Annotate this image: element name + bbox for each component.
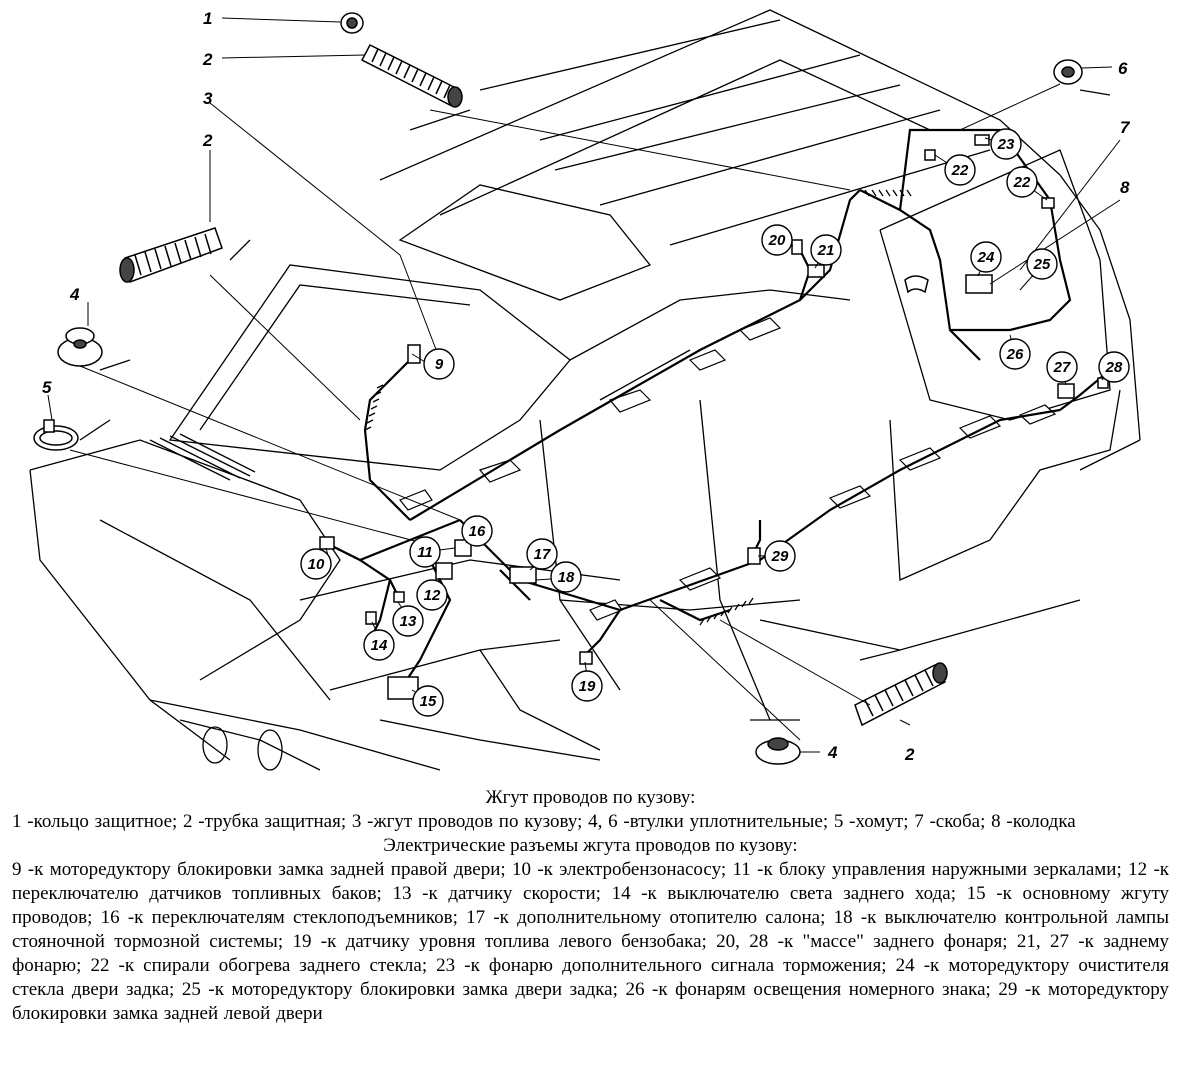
callout-8: 8 [1120, 178, 1130, 197]
svg-text:12: 12 [424, 587, 441, 604]
callout-circle-26: 26 [999, 338, 1031, 370]
callout-circle-27: 27 [1046, 351, 1078, 383]
harness-connectors [319, 134, 1109, 700]
svg-text:15: 15 [420, 693, 437, 710]
protective-ring-part [340, 12, 364, 34]
svg-text:22: 22 [951, 162, 969, 179]
callout-circle-9: 9 [423, 348, 455, 380]
callout-circle-11: 11 [409, 536, 441, 568]
svg-text:9: 9 [435, 356, 444, 373]
callout-circle-20: 20 [761, 224, 793, 256]
callout-circle-12: 12 [416, 579, 448, 611]
svg-text:25: 25 [1033, 256, 1051, 273]
sealing-grommet-part [755, 737, 801, 765]
callout-circle-22-right: 22 [1006, 166, 1038, 198]
wiring-harness [329, 128, 1111, 691]
callout-circle-25: 25 [1026, 248, 1058, 280]
plain-callouts: 1 2 3 2 4 5 6 7 8 4 2 [42, 9, 1131, 764]
car-body-outline [29, 9, 1141, 771]
svg-text:18: 18 [558, 569, 575, 586]
callout-circle-13: 13 [392, 605, 424, 637]
svg-text:24: 24 [977, 249, 995, 266]
callout-circle-23: 23 [990, 128, 1022, 160]
coiled-harness-sections [364, 189, 912, 626]
caption-title: Жгут проводов по кузову: [485, 787, 696, 808]
callout-circle-10: 10 [300, 548, 332, 580]
callout-circle-22-top: 22 [944, 154, 976, 186]
callout-circle-15: 15 [412, 685, 444, 717]
callout-circle-24: 24 [970, 241, 1002, 273]
callout-2-bottom: 2 [904, 745, 915, 764]
wiring-harness-diagram: 1 2 3 2 4 5 6 7 8 4 2 9 10 11 12 13 14 1… [29, 9, 1141, 771]
sealing-grommet-part [1053, 59, 1083, 85]
svg-text:17: 17 [534, 546, 551, 563]
svg-text:23: 23 [997, 136, 1015, 153]
callout-4-bottom: 4 [827, 743, 838, 762]
diagram-caption: Жгут проводов по кузову: 1 -кольцо защит… [0, 778, 1181, 1081]
callout-circle-21: 21 [810, 234, 842, 266]
callout-4-left: 4 [69, 285, 80, 304]
svg-text:10: 10 [308, 556, 325, 573]
svg-text:11: 11 [417, 544, 433, 561]
harness-pads [399, 317, 1057, 621]
callout-5: 5 [42, 378, 52, 397]
svg-text:13: 13 [400, 613, 417, 630]
svg-text:29: 29 [771, 548, 789, 565]
svg-text:16: 16 [469, 523, 486, 540]
callout-circle-16: 16 [461, 515, 493, 547]
callout-circle-14: 14 [363, 629, 395, 661]
callout-2-left: 2 [202, 131, 213, 150]
callout-1: 1 [203, 9, 212, 28]
callout-circle-29: 29 [764, 540, 796, 572]
clamp-part [33, 419, 79, 451]
callout-circle-28: 28 [1098, 351, 1130, 383]
protective-tube-part [360, 44, 463, 108]
callout-circle-18: 18 [550, 561, 582, 593]
callout-circle-17: 17 [526, 538, 558, 570]
svg-text:14: 14 [371, 637, 388, 654]
caption-parts-list: 1 -кольцо защитное; 2 -трубка защитная; … [12, 811, 1076, 832]
callout-circle-19: 19 [571, 670, 603, 702]
callout-2-top: 2 [202, 50, 213, 69]
svg-text:21: 21 [817, 242, 835, 259]
circled-callouts: 9 10 11 12 13 14 15 16 17 18 19 20 21 22… [300, 128, 1130, 717]
svg-text:28: 28 [1105, 359, 1123, 376]
callout-3: 3 [203, 89, 213, 108]
svg-text:22: 22 [1013, 174, 1031, 191]
svg-text:19: 19 [579, 678, 596, 695]
callout-6: 6 [1118, 59, 1128, 78]
caption-subtitle: Электрические разъемы жгута проводов по … [383, 835, 798, 856]
svg-text:27: 27 [1053, 359, 1071, 376]
svg-text:20: 20 [768, 232, 786, 249]
protective-tube-part [854, 662, 948, 727]
bracket-part [904, 275, 929, 294]
sealing-grommet-part [57, 327, 103, 367]
callout-7: 7 [1120, 118, 1131, 137]
svg-text:26: 26 [1006, 346, 1024, 363]
protective-tube-part [119, 227, 223, 284]
caption-connectors-list: 9 -к моторедуктору блокировки замка задн… [12, 859, 1169, 1024]
